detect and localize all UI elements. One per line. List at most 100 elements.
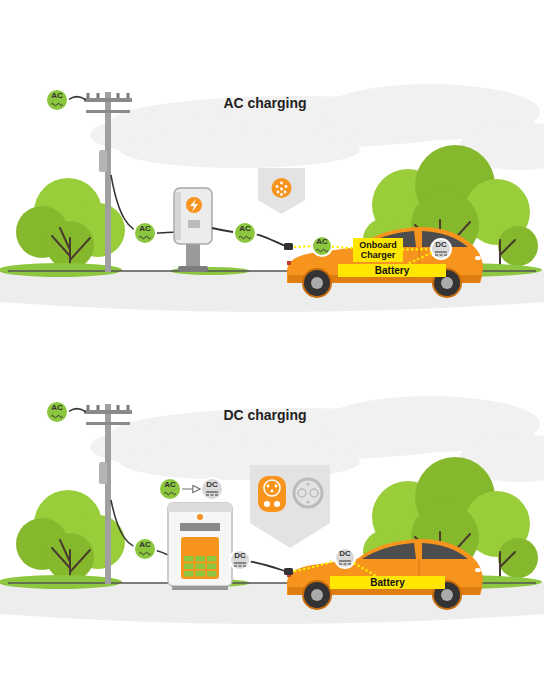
ac-current-badge: AC xyxy=(233,221,257,245)
ac-symbol xyxy=(139,236,151,239)
wheel xyxy=(304,582,330,608)
wheel-hub xyxy=(441,589,453,601)
connector-pin xyxy=(307,483,310,486)
charger-display xyxy=(188,220,200,228)
headlight xyxy=(475,568,481,572)
power-wire xyxy=(68,97,86,100)
dc-symbol xyxy=(435,252,447,255)
connector-pin xyxy=(267,485,270,488)
ac-current-badge: AC xyxy=(311,235,333,257)
battery-cell xyxy=(184,564,194,570)
connector-pin xyxy=(271,490,274,493)
ac-symbol xyxy=(139,552,151,555)
ac-current-badge: AC xyxy=(45,88,69,112)
connector-pin xyxy=(274,501,280,507)
node-text: DC xyxy=(229,552,251,560)
grass xyxy=(0,575,122,589)
wheel-hub xyxy=(441,277,453,289)
node-text: Battery xyxy=(375,265,409,276)
charger-logo xyxy=(186,197,202,213)
car-window xyxy=(362,543,416,559)
insulator xyxy=(127,93,130,98)
wheel-hub xyxy=(311,589,323,601)
battery-cell xyxy=(207,571,217,577)
node-text: AC xyxy=(311,238,333,246)
grass xyxy=(0,263,122,277)
node-text: AC xyxy=(133,225,157,233)
power-flow-dots xyxy=(295,561,334,571)
charger-cap xyxy=(168,503,232,512)
badge-circle xyxy=(201,478,223,500)
cloud xyxy=(120,132,360,168)
battery-cell xyxy=(207,564,217,570)
battery-cell xyxy=(207,556,217,562)
badge-circle xyxy=(230,550,250,570)
cable-plug xyxy=(284,243,293,250)
badge-circle xyxy=(134,538,156,560)
insulator xyxy=(87,405,90,410)
tree-foliage xyxy=(498,538,538,578)
insulator xyxy=(117,93,120,98)
dc-symbol xyxy=(234,563,246,566)
road xyxy=(0,271,544,312)
connector-callout xyxy=(258,168,305,214)
component-box: Onboard Charger xyxy=(353,238,403,262)
insulator xyxy=(97,405,100,410)
connector-pin xyxy=(285,185,288,188)
electric-car xyxy=(287,227,483,298)
node-text: AC xyxy=(158,481,182,489)
ac-charger-body xyxy=(174,188,212,244)
node-text: AC xyxy=(133,541,157,549)
lightning-bolt xyxy=(190,199,198,212)
node-text: Onboard Charger xyxy=(353,240,403,260)
utility-pole xyxy=(105,404,111,584)
wheel xyxy=(304,270,330,296)
dc-charger-body xyxy=(168,503,232,586)
ac-current-badge: AC xyxy=(45,400,69,424)
charger-side-panel xyxy=(175,192,181,240)
connector-ring xyxy=(264,480,280,496)
type2-connector-icon xyxy=(272,178,292,198)
power-flow-line xyxy=(333,247,353,248)
badge-circle xyxy=(335,548,355,568)
connector-pin xyxy=(310,489,318,497)
badge-circle xyxy=(159,478,181,500)
conversion-arrow xyxy=(182,488,200,489)
insulator xyxy=(87,93,90,98)
battery-cell xyxy=(196,564,206,570)
pole-crossarm xyxy=(86,110,130,113)
ac-current-badge: AC xyxy=(133,537,157,561)
ccs-connector-icon xyxy=(258,476,286,512)
battery-cell xyxy=(184,556,194,562)
battery-cell xyxy=(196,571,206,577)
pole-crossarm xyxy=(84,410,132,414)
dc-symbol xyxy=(339,561,351,564)
ac-symbol xyxy=(164,492,176,495)
scene-panel xyxy=(0,84,544,312)
road xyxy=(0,583,544,624)
node-text: Battery xyxy=(370,577,404,588)
scene-panel xyxy=(0,396,544,624)
charger-base xyxy=(172,586,228,590)
dc-current-badge: DC xyxy=(334,547,356,569)
power-flow-line xyxy=(403,248,430,251)
connector-pin xyxy=(280,193,283,196)
charger-logo xyxy=(197,514,203,520)
node-text: AC xyxy=(45,92,69,100)
battery-band: Battery xyxy=(330,576,445,589)
cable-plug xyxy=(284,568,293,575)
pole-transformer xyxy=(99,150,107,172)
insulator xyxy=(97,93,100,98)
wheel-arch xyxy=(302,580,332,610)
badge-circle xyxy=(234,222,256,244)
badge-circle xyxy=(46,401,68,423)
pole-crossarm xyxy=(86,422,130,425)
power-wire xyxy=(111,500,168,555)
battery-band: Battery xyxy=(338,264,446,277)
node-text: DC xyxy=(334,550,356,558)
charger-base xyxy=(178,266,208,272)
badge-circle xyxy=(431,239,451,259)
dc-current-badge: DC xyxy=(200,477,224,501)
connector-pin xyxy=(280,188,283,191)
